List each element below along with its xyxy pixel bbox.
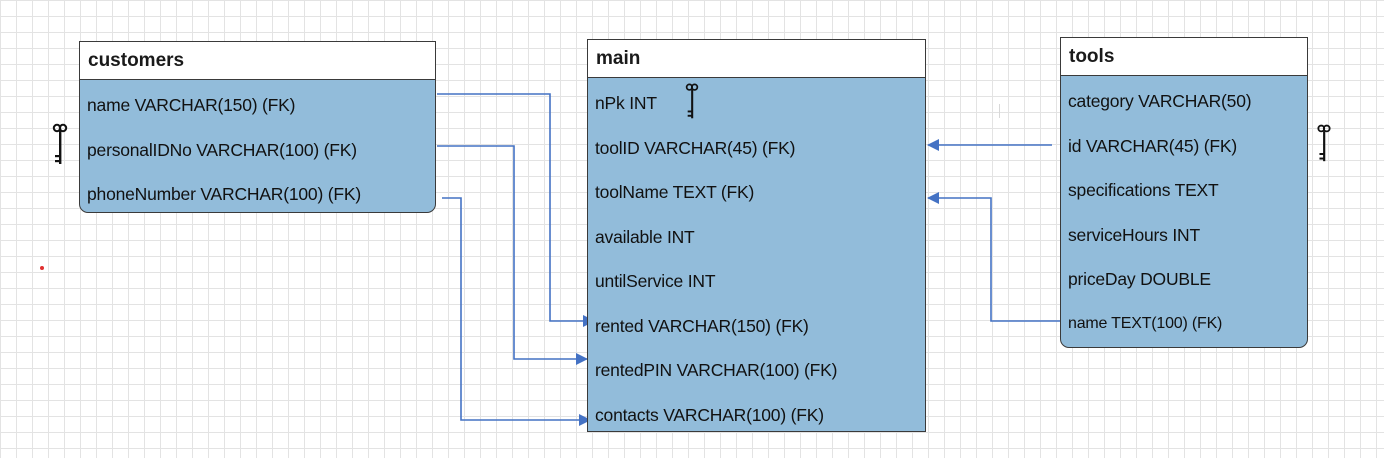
table-customers[interactable]: customers name VARCHAR(150) (FK) persona… (79, 41, 436, 213)
column-rented[interactable]: rented VARCHAR(150) (FK) (595, 315, 809, 336)
column-toolname[interactable]: toolName TEXT (FK) (595, 182, 755, 202)
column-specifications[interactable]: specifications TEXT (1068, 180, 1219, 200)
key-icon (1317, 124, 1331, 162)
table-main-columns: nPk INT toolID VARCHAR(45) (FK) toolName… (588, 78, 925, 431)
column-untilservice[interactable]: untilService INT (595, 271, 716, 291)
table-main-header[interactable]: main (588, 40, 925, 78)
column-contacts[interactable]: contacts VARCHAR(100) (FK) (595, 404, 824, 425)
column-id[interactable]: id VARCHAR(45) (FK) (1068, 135, 1237, 156)
connector-name-to-toolname[interactable] (927, 192, 1063, 322)
column-category[interactable]: category VARCHAR(50) (1068, 91, 1252, 111)
connector-phonenumber-to-contacts[interactable] (442, 197, 591, 426)
table-customers-columns: name VARCHAR(150) (FK) personalIDNo VARC… (80, 80, 435, 212)
column-toolid[interactable]: toolID VARCHAR(45) (FK) (595, 137, 796, 158)
key-icon (52, 123, 68, 164)
table-customers-header[interactable]: customers (80, 42, 435, 80)
grid-tick-mark (999, 104, 1000, 118)
table-tools[interactable]: tools category VARCHAR(50) id VARCHAR(45… (1060, 37, 1308, 348)
column-phonenumber[interactable]: phoneNumber VARCHAR(100) (FK) (87, 184, 361, 204)
column-npk[interactable]: nPk INT (595, 93, 657, 113)
table-main[interactable]: main nPk INT toolID VARCHAR(45) (FK) too… (587, 39, 926, 432)
column-rentedpin[interactable]: rentedPIN VARCHAR(100) (FK) (595, 360, 838, 380)
column-priceday[interactable]: priceDay DOUBLE (1068, 269, 1211, 289)
column-available[interactable]: available INT (595, 226, 695, 247)
column-name[interactable]: name VARCHAR(150) (FK) (87, 95, 296, 115)
connector-personalidno-to-rentedpin[interactable] (437, 145, 588, 365)
column-servicehours[interactable]: serviceHours INT (1068, 224, 1200, 245)
table-tools-header[interactable]: tools (1061, 38, 1307, 76)
red-dot-marker (40, 266, 44, 270)
column-tools-name[interactable]: name TEXT(100) (FK) (1068, 314, 1223, 332)
connector-name-to-rented[interactable] (437, 93, 595, 327)
table-tools-columns: category VARCHAR(50) id VARCHAR(45) (FK)… (1061, 76, 1307, 347)
column-personalidno[interactable]: personalIDNo VARCHAR(100) (FK) (87, 139, 357, 160)
key-icon (685, 83, 699, 119)
